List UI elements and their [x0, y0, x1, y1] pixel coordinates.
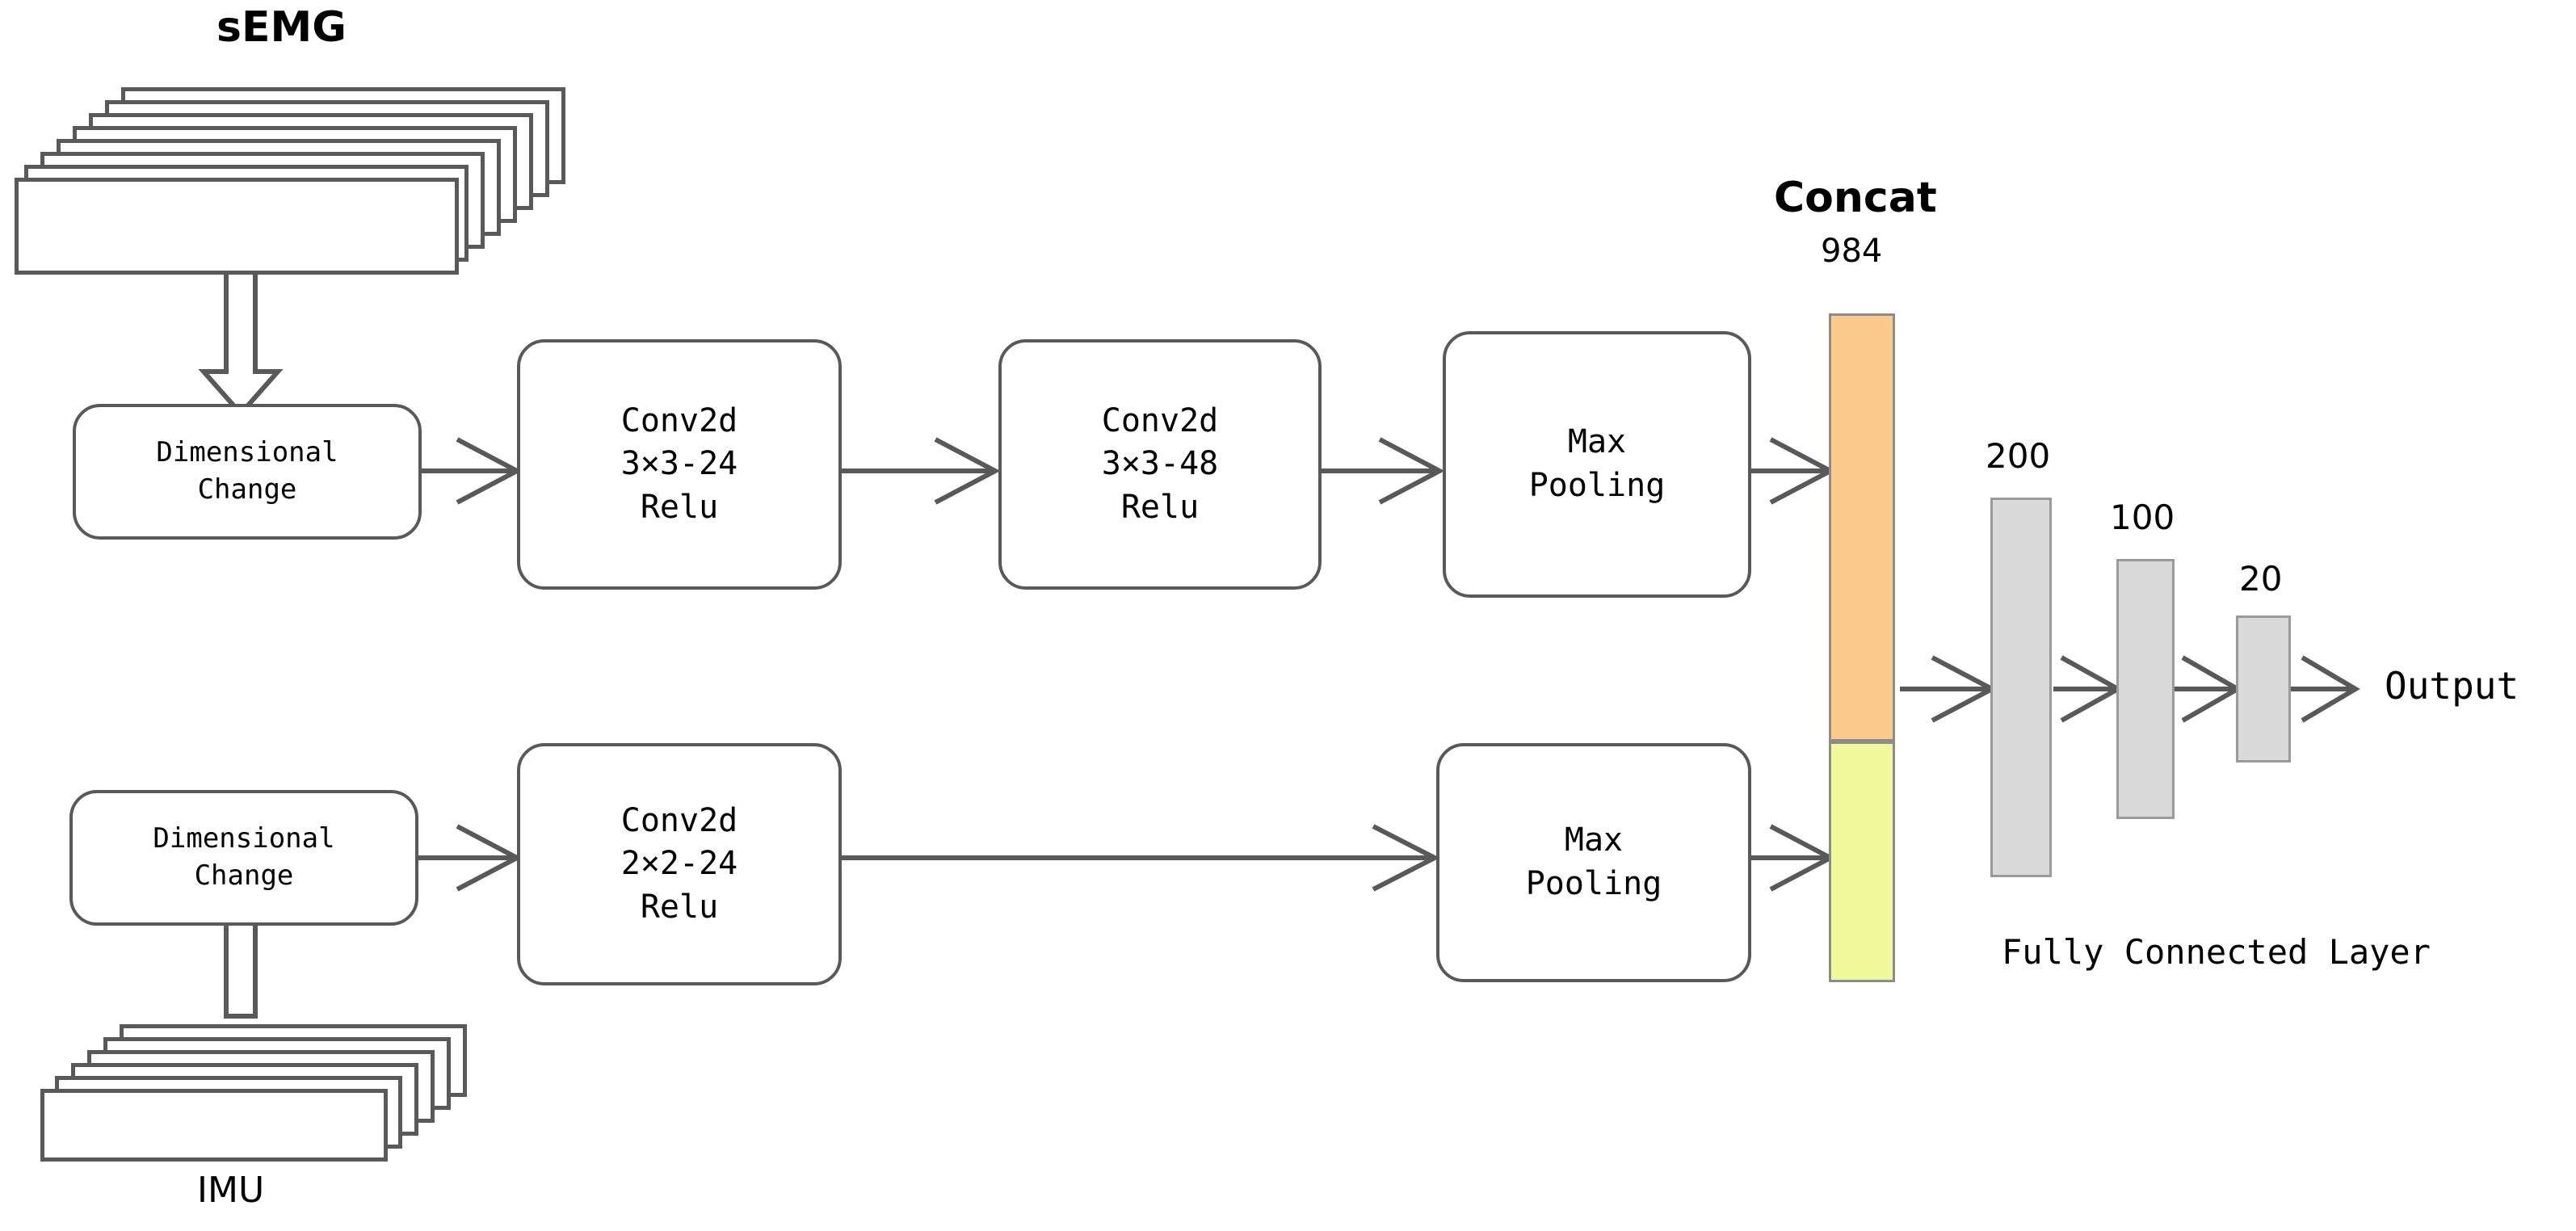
top-conv1-line3: Relu — [640, 488, 719, 526]
arrow-bottom-pool-to-concat — [1750, 824, 1836, 892]
bottom-max-pooling-box[interactable]: Max Pooling — [1436, 743, 1751, 982]
bottom-conv2d-2x2-24-box[interactable]: Conv2d 2×2-24 Relu — [517, 743, 842, 985]
top-pool-line1: Max — [1567, 423, 1627, 461]
arrow-fc2-to-fc3 — [2175, 655, 2243, 723]
arrow-top-dim-to-conv1 — [422, 437, 523, 505]
top-conv2-line3: Relu — [1120, 488, 1200, 526]
top-dim-line2: Change — [197, 473, 297, 506]
output-label: Output — [2385, 664, 2519, 708]
concat-title: Concat — [1774, 174, 1937, 222]
bottom-conv1-line2: 2×2-24 — [620, 845, 738, 883]
bottom-dim-line2: Change — [194, 859, 294, 892]
bottom-conv1-line1: Conv2d — [620, 801, 738, 839]
arrow-top-conv2-to-pool — [1322, 437, 1445, 505]
concat-bar-imu-part[interactable] — [1829, 742, 1895, 982]
fc-layer-3-bar[interactable] — [2236, 616, 2291, 763]
bottom-pool-line1: Max — [1564, 821, 1624, 859]
arrow-bottom-dim-to-conv1 — [418, 824, 523, 892]
top-conv2-line2: 3×3-48 — [1101, 445, 1219, 483]
fc-layer-1-bar[interactable] — [1990, 498, 2052, 877]
fc-layer-3-units: 20 — [2239, 559, 2283, 599]
top-conv1-line1: Conv2d — [620, 401, 738, 439]
arrow-fc1-to-fc2 — [2053, 655, 2124, 723]
imu-label: IMU — [197, 1170, 265, 1211]
bottom-dimensional-change-box[interactable]: Dimensional Change — [69, 790, 418, 926]
fc-layer-1-units: 200 — [1986, 436, 2051, 476]
arrow-concat-to-fc1 — [1900, 655, 1998, 723]
arrow-bottom-conv1-to-pool — [842, 824, 1440, 892]
arrow-top-conv1-to-conv2 — [842, 437, 1001, 505]
bottom-dim-line1: Dimensional — [153, 822, 335, 855]
top-conv2d-3x3-24-box[interactable]: Conv2d 3×3-24 Relu — [517, 339, 842, 590]
concat-bar-semg-part[interactable] — [1829, 313, 1895, 742]
top-conv2d-3x3-48-box[interactable]: Conv2d 3×3-48 Relu — [998, 339, 1322, 590]
top-conv1-line2: 3×3-24 — [620, 445, 738, 483]
top-conv2-line1: Conv2d — [1101, 401, 1219, 439]
bottom-pool-line2: Pooling — [1525, 865, 1662, 902]
arrow-fc3-to-output — [2291, 655, 2360, 723]
arrow-top-pool-to-concat — [1750, 437, 1836, 505]
fc-layer-2-units: 100 — [2110, 498, 2175, 537]
top-dim-line1: Dimensional — [156, 436, 338, 469]
fully-connected-caption: Fully Connected Layer — [2002, 932, 2431, 972]
imu-sheet-1 — [40, 1089, 388, 1162]
fc-layer-2-bar[interactable] — [2116, 559, 2175, 819]
concat-size: 984 — [1821, 233, 1883, 270]
semg-sheet-1 — [15, 178, 459, 275]
top-max-pooling-box[interactable]: Max Pooling — [1443, 331, 1751, 598]
top-pool-line2: Pooling — [1528, 467, 1666, 504]
bottom-conv1-line3: Relu — [640, 888, 719, 926]
top-dimensional-change-box[interactable]: Dimensional Change — [73, 404, 422, 540]
semg-label: sEMG — [216, 3, 347, 52]
